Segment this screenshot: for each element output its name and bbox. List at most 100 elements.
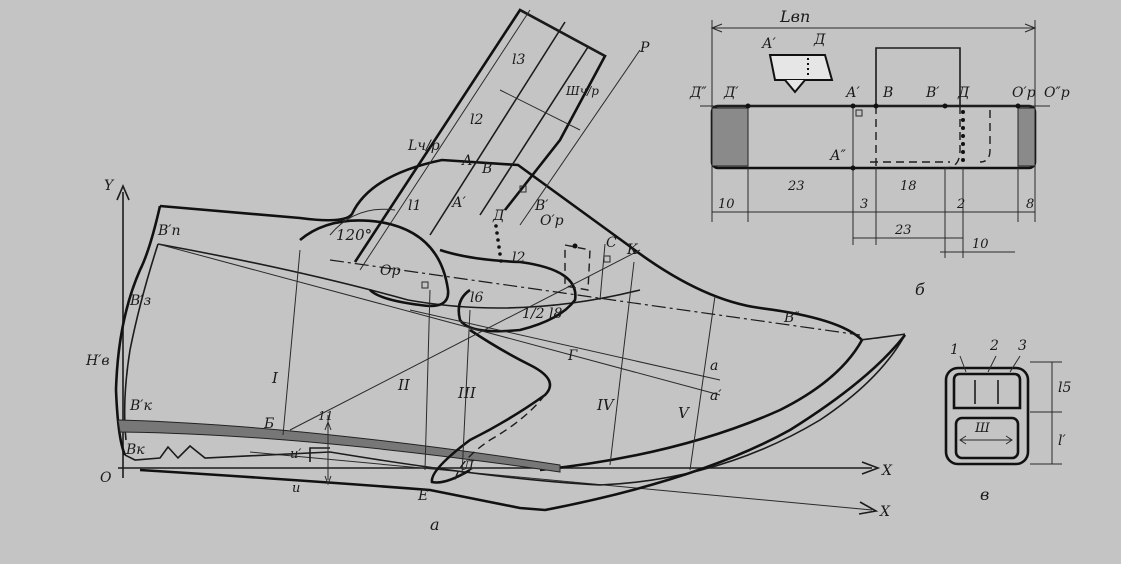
label-v-p: В′п — [157, 223, 180, 239]
section-line-iii — [461, 309, 471, 476]
label-l5: l5 — [1058, 380, 1071, 396]
vamp-curve — [299, 219, 450, 308]
section-line-i — [282, 249, 301, 436]
x-axis-label: X — [881, 463, 893, 479]
caption-c: в — [980, 485, 989, 504]
diag-1 — [157, 243, 721, 396]
label-op-dbl-b: О″р — [1044, 85, 1070, 101]
label-a-prime-b: А′ — [845, 85, 861, 101]
outer-toe-line — [859, 333, 906, 341]
vamp-lower-line — [124, 334, 906, 486]
caption-b: б — [915, 280, 925, 299]
label-n-v: Н′в — [85, 353, 110, 369]
quarter-outline — [159, 158, 864, 472]
label-b: Б — [263, 416, 274, 432]
strap-piece-icon — [768, 54, 834, 94]
point-a-prime-b — [850, 103, 856, 109]
strap-inner-line — [429, 21, 566, 236]
right-angle-b1 — [855, 109, 863, 117]
label-v-k: Вк — [125, 442, 145, 458]
dim-l1: l1 — [408, 198, 421, 214]
label-o-p: Ор — [380, 263, 400, 279]
label-a-dbl-b: А″ — [829, 148, 847, 164]
diag-2 — [289, 249, 641, 431]
section-label-iii: III — [457, 384, 477, 402]
line-p — [519, 49, 641, 226]
dashed-right — [979, 110, 991, 163]
width-arrows — [959, 435, 1013, 445]
section-line-ii — [424, 289, 431, 471]
dashdot-axis — [329, 259, 861, 336]
figure-a: Y X X O В′п В′з Н′в В′к Вк Б u′ u Е Л А … — [85, 8, 907, 534]
dim-10: 10 — [718, 197, 735, 212]
point-v-b — [873, 103, 879, 109]
leader-2 — [987, 355, 997, 373]
label-d-dbl: Д″ — [689, 85, 707, 101]
title-lvp: Lвп — [779, 7, 810, 26]
label-d-b: Д — [957, 85, 970, 101]
strap-crossline — [499, 89, 581, 131]
angle-label: 120° — [336, 226, 372, 244]
caption-a: а — [430, 515, 440, 534]
label-a-lower-prime: а′ — [710, 388, 722, 404]
label-u: u — [292, 481, 300, 496]
dashed-inner — [875, 106, 961, 169]
label-u-prime: u′ — [290, 447, 301, 462]
dim-lch: Lч/р — [407, 138, 440, 154]
point-d-prime-b — [745, 103, 751, 109]
dim-23b: 23 — [894, 223, 912, 238]
lower-s-curve — [430, 328, 552, 484]
label-v-dbl: В″ — [783, 310, 800, 326]
x2-axis-label: X — [879, 504, 891, 520]
label-icon-a: А′ — [761, 36, 777, 52]
label-o-p-prime: О′р — [540, 213, 564, 229]
diag-3 — [409, 309, 721, 381]
label-k: К — [626, 242, 639, 258]
hatched-right — [1017, 107, 1036, 167]
figure-b: Lвп Д″ Д′ А′ В В′ Д О′р О″р А″ А′ Д 10 2… — [689, 7, 1070, 299]
strap-guide — [359, 9, 531, 271]
label-v: В — [481, 161, 492, 177]
x-axis-tilted — [249, 451, 873, 511]
label-l: Л — [462, 459, 475, 474]
section-label-i: I — [271, 369, 279, 387]
label-a: А — [461, 153, 473, 169]
dim-23: 23 — [787, 179, 805, 194]
dim-3: 3 — [860, 197, 868, 212]
label-c: С — [606, 235, 617, 251]
label-v-k-prime: В′к — [129, 398, 152, 414]
u-arrow — [324, 475, 332, 486]
section-line-v — [689, 295, 716, 471]
section-line-iv — [609, 261, 635, 466]
point-a-dbl-b — [850, 165, 856, 171]
label-a-prime: А′ — [451, 195, 467, 211]
leader-3 — [1009, 355, 1021, 373]
label-p: Р — [639, 40, 650, 56]
outer-sole-line — [139, 334, 907, 512]
dotted-d-b — [961, 110, 965, 162]
loop-bottom — [954, 416, 1020, 460]
label-l-prime: l′ — [1058, 433, 1066, 449]
heel-inner-curve — [123, 243, 159, 441]
section-label-ii: II — [397, 376, 411, 394]
point-op-prime — [572, 243, 578, 249]
dim-eleven: 11 — [318, 409, 333, 423]
eleven-arrow — [324, 420, 332, 431]
label-e: Е — [417, 488, 428, 504]
dim-l-small-2: l2 — [512, 250, 525, 266]
right-angle-op — [421, 281, 429, 289]
label-d: Д — [492, 208, 505, 224]
label-a-lower: а — [710, 358, 718, 374]
angle-arc — [329, 208, 396, 236]
y-axis-arrow — [116, 183, 130, 201]
dim-shch: Шч/р — [565, 84, 599, 98]
dim-10b: 10 — [972, 237, 989, 252]
origin-label: O — [100, 470, 112, 486]
label-d-prime-b: Д′ — [723, 85, 739, 101]
section-label-iv: IV — [596, 396, 616, 414]
upper-box — [875, 47, 961, 106]
point-v-prime-b — [942, 103, 948, 109]
label-b-prime: В′ — [534, 198, 549, 214]
label-n2: 2 — [989, 338, 999, 354]
